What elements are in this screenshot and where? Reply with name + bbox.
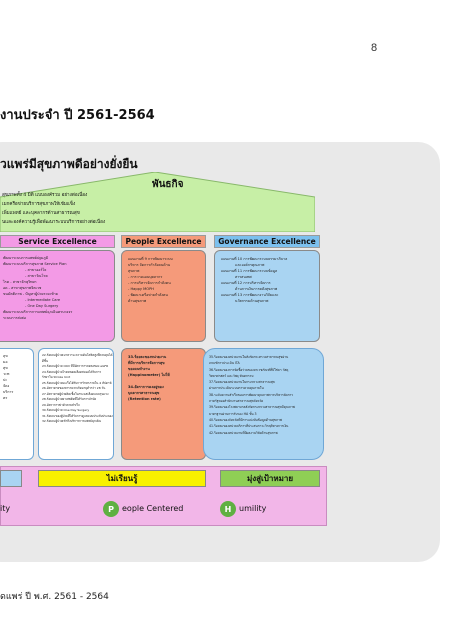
service-plan-line: ระบบการส่งต่อ xyxy=(3,316,26,320)
mission-line: สุขภาพทั้ง 4 มิติ แบบองค์รวม อย่างต่อเนื… xyxy=(2,193,88,198)
governance-plan-box: แผนงานที่ 10 การพัฒนาระบบธรรมาภิบาล และอ… xyxy=(214,250,320,342)
indicator-line: 36.ร้อยละของการจัดซื้อร่วมของยาเวชภัณฑ์ท… xyxy=(209,367,289,372)
people-plan-line: ด้านสุขภาพ xyxy=(128,299,147,303)
indicator-line: ลุข xyxy=(3,354,8,358)
service-plan-line: พัฒนาระบบการแพทย์ปฐมภูมิ xyxy=(3,256,49,260)
left-indicator-box: ลุข มอ สุข วะท ปะ จัดง บริการ คร xyxy=(0,348,34,460)
mission-line: นและองค์ความรู้เพื่อพัฒนาระบบบริการอย่าง… xyxy=(2,220,106,225)
indicator-line: 38.ระดับความสำเร็จของการพัฒนาคุณภาพการบร… xyxy=(209,392,294,397)
indicator-line: จัดง xyxy=(3,384,10,388)
people-plan-line: บริหาร จัดการกำลังคนด้าน xyxy=(128,263,171,267)
value-initial-circle: H xyxy=(220,501,236,517)
indicator-line: 26.อัตราตายของทารกแรกเกิดอายุต่ำกว่า 28 … xyxy=(42,386,106,390)
indicator-line: 42.ร้อยละของหน่วยงานที่มีผลงานวิจัยด้านส… xyxy=(209,430,278,435)
service-plan-line: ไรค - สาขาจักษุวิทยา xyxy=(3,280,37,284)
indicator-line: 28.ร้อยละผู้ป่วยยาเสพติดที่ได้รับการบำบั… xyxy=(42,397,97,401)
service-plan-line: - Intermediate Care xyxy=(25,298,61,302)
indicator-line: มาตรฐานผ่านการรับรอง HA ขั้น 3 xyxy=(209,411,257,416)
service-plan-line: - สาขาออร์โธ xyxy=(25,268,47,272)
value-text: ity xyxy=(0,504,11,513)
indicator-line: 40.ร้อยละของจังหวัดที่มีการแบ่งปันข้อมูล… xyxy=(209,417,283,422)
governance-plan-line: และองค์กรคุณภาพ xyxy=(235,263,265,267)
indicator-line: 41.ร้อยละของหน่วยบริการที่ประสบภาวะวิกฤต… xyxy=(209,424,289,429)
service-plan-line: พัฒนาระบบบริการสุขภาพ Service Plan xyxy=(3,262,67,266)
people-plan-line: - พัฒนาเครือข่ายกำลังคน xyxy=(128,293,168,297)
indicator-line: เกณฑ์การประเมิน ITA xyxy=(209,361,240,366)
indicator-line: 35.ร้อยละของหน่วยงานในสังกัดกระทรวงสาธาร… xyxy=(209,355,289,359)
service-plan-line: พัฒนาระบบบริการการแพทย์ฉุกเฉินครบวงจร xyxy=(3,310,73,314)
indicator-line: 34.อัตราการคงอยู่ของ xyxy=(128,385,164,389)
indicator-line: วะท xyxy=(3,372,10,376)
governance-plan-line: ด้านการเงินการคลังสุขภาพ xyxy=(235,287,278,291)
mission-title: พันธกิจ xyxy=(152,179,184,190)
governance-plan-line: แผนงานที่ 11 การพัฒนาระบบข้อมูล xyxy=(221,269,278,273)
governance-plan-line: สารสนเทศ xyxy=(235,275,252,279)
indicator-line: วิทยาศาสตร์ และวัสดุ ทันตกรรม xyxy=(209,373,254,378)
indicator-line: 33.ร้อยละของหน่วยงาน xyxy=(128,355,167,359)
page-footer: ดแพร่ ปี พ.ศ. 2561 - 2564 xyxy=(0,592,109,602)
service-plan-line: - สาขาวัณโรค xyxy=(25,274,48,278)
indicator-line: (Happinometer) ไม่ให้ xyxy=(128,373,170,377)
indicator-line: ผ่านการประเมินระบบการควบคุมภายใน xyxy=(209,386,264,391)
page-number: 8 xyxy=(371,42,378,54)
indicator-line: 29.อัตราการฆ่าตัวตายสำเร็จ xyxy=(42,402,80,407)
governance-plan-line: แผนงานที่ 10 การพัฒนาระบบธรรมาภิบาล xyxy=(221,257,288,261)
service-plan-box: พัฒนาระบบการแพทย์ปฐมภูมิ พัฒนาระบบบริการ… xyxy=(0,250,115,342)
people-indicator-box: 33.ร้อยละของหน่วยงาน ที่มีการบริหารจัดกา… xyxy=(121,348,206,460)
indicator-line: 27.อัตราตายผู้ป่วยติดเชื้อในกระแสเลือดแบ… xyxy=(42,391,109,396)
page-heading: งานประจำ ปี 2561-2564 xyxy=(0,108,155,123)
indicator-line: รักษาใน Stroke Unit xyxy=(42,375,71,379)
governance-plan-line: แผนงานที่ 12 การบริหารจัดการ xyxy=(221,281,271,285)
governance-excellence-header: Governance Excellence xyxy=(214,235,320,248)
left-label-stub xyxy=(0,470,22,487)
mission-roof-shape xyxy=(0,172,315,232)
indicator-line: 30.ร้อยละผู้ป่วย One Day Surgery xyxy=(42,408,90,412)
indicator-line: ที่มีการบริหารจัดการสุข xyxy=(128,361,165,365)
indicator-line: 25.ร้อยละผู้ป่วยมะเร็งได้รับการรักษาภายใ… xyxy=(42,380,112,385)
indicator-line: บุคลากรสาธารณสุข xyxy=(128,391,160,395)
indicator-line: สุข xyxy=(3,366,8,370)
indicator-line: 31.ร้อยละของผู้ป่วยที่ได้รับการดูแลแบบปร… xyxy=(42,413,113,418)
service-plan-line: อด - สาขาสุขภาพจิตเวช xyxy=(3,286,42,290)
people-plan-line: สุขภาพ xyxy=(128,269,140,273)
indicator-line: ปะ xyxy=(3,378,8,382)
people-plan-line: - การวางแผนบุคลากร xyxy=(128,275,163,279)
mission-line: เพิ่มแพทย์ และบุคลากรด้านสาธารณสุข xyxy=(2,211,80,216)
people-plan-line: - Happy MOPH xyxy=(128,287,154,291)
indicator-line: ดีขึ้น xyxy=(42,358,49,363)
indicator-line: 22.ร้อยละผู้ป่วยเบาหวาน ความดันโลหิตสูงท… xyxy=(42,353,113,357)
indicator-line: 32.ร้อยละผู้ป่วยเข้าถึงบริการการแพทย์ฉุก… xyxy=(42,419,101,423)
service-plan-line: - One Day Surgery xyxy=(25,304,59,308)
indicator-line: 23.ร้อยละผู้ป่วย CKD ที่มีอัตราการลดลงขอ… xyxy=(42,364,109,368)
indicator-line: ภาครัฐของสำนักงานสาธารณสุขจังหวัด xyxy=(209,399,264,404)
goal-label: มุ่งสู่เป้าหมาย xyxy=(220,470,320,487)
service-plan-line: ขนมัตติภาพ - ปัญหาผู้ป่วยระยะท้าย xyxy=(3,292,58,296)
service-excellence-header: Service Excellence xyxy=(0,235,115,248)
indicator-line: 37.ร้อยละของหน่วยงานในกระทรวงสาธารณสุข xyxy=(209,380,275,385)
governance-indicator-box: 35.ร้อยละของหน่วยงานในสังกัดกระทรวงสาธาร… xyxy=(203,348,324,460)
service-indicator-box: 22.ร้อยละผู้ป่วยเบาหวาน ความดันโลหิตสูงท… xyxy=(38,348,114,460)
indicator-line: 24.ร้อยละผู้ป่วยโรคหลอดเลือดสมองได้รับกา… xyxy=(42,369,102,374)
indicator-line: คร xyxy=(3,396,8,400)
people-excellence-header: People Excellence xyxy=(121,235,206,248)
indicator-line: บริการ xyxy=(3,390,14,394)
value-text: umility xyxy=(239,504,267,513)
learning-label: ไม่เรียนรู้ xyxy=(38,470,206,487)
mission-roof xyxy=(0,172,315,232)
value-text: eople Centered xyxy=(122,504,184,513)
governance-plan-line: นวัตกรรมด้านสุขภาพ xyxy=(235,299,269,303)
mission-line: เมกครือข่ายบริการสุขภาพให้เข้มแข็ง xyxy=(2,202,76,207)
value-initial-circle: P xyxy=(103,501,119,517)
people-plan-line: แผนงานที่ 9 การพัฒนาระบบ xyxy=(128,257,173,261)
indicator-line: ของคนทำงาน xyxy=(128,367,150,371)
governance-plan-line: แผนงานที่ 13 การพัฒนางานวิจัยและ xyxy=(221,293,279,297)
people-plan-box: แผนงานที่ 9 การพัฒนาระบบ บริหาร จัดการกำ… xyxy=(121,250,206,342)
people-plan-line: - การบริหารจัดการกำลังคน xyxy=(128,281,171,285)
indicator-line: (Retention rate) xyxy=(128,397,161,401)
vision-title: วแพร่มีสุขภาพดีอย่างยั่งยืน xyxy=(0,157,138,171)
indicator-line: 39.ร้อยละของโรงพยาบาลสังกัดกระทรวงสาธารณ… xyxy=(209,405,295,410)
indicator-line: มอ xyxy=(3,360,8,364)
